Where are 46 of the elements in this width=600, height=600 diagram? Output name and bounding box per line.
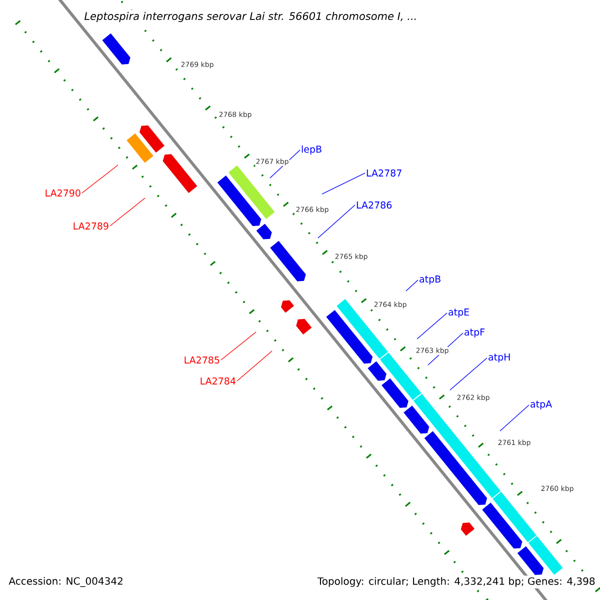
gene-block (296, 318, 312, 334)
gene-bar (228, 165, 275, 219)
leader-line (82, 164, 118, 194)
gene-block (368, 361, 386, 381)
gene-block (460, 522, 475, 536)
summary-text: Topology: circular; Length: 4,332,241 bp; Genes: 4,398 (316, 576, 597, 588)
leader-line (220, 332, 256, 360)
leader-line (500, 404, 530, 432)
gene-label: LA2784 (200, 377, 236, 385)
gene-block (517, 546, 544, 575)
gene-label: lepB (302, 145, 322, 155)
gene-block (482, 502, 522, 549)
gene-block (270, 240, 306, 282)
accession-text: Accession: NC_004342 (7, 576, 125, 588)
title: Leptospira interrogans serovar Lai str. 56601 chromosome I, ... (82, 10, 420, 24)
leader-line (406, 280, 418, 292)
leader-line (450, 358, 488, 390)
gene-label: LA2790 (46, 189, 80, 197)
gene-label: LA2787 (366, 169, 402, 177)
gene-block (404, 406, 430, 434)
gene-block (140, 125, 164, 153)
gene-label: atpF (464, 328, 484, 338)
leader-line (322, 172, 366, 194)
leader-line (236, 350, 272, 382)
gene-label: LA2786 (356, 201, 392, 209)
gene-bar (492, 492, 536, 542)
gene-block (256, 224, 272, 240)
gene-label: atpH (488, 354, 510, 362)
gene-block (326, 310, 373, 364)
gene-block (280, 300, 294, 313)
leader-line (416, 312, 448, 340)
gene-block (162, 154, 198, 194)
gene-label: atpE (448, 308, 469, 318)
gene-bar (126, 133, 154, 163)
gene-block (424, 431, 488, 506)
gene-block (382, 378, 408, 408)
gene-block (102, 33, 130, 64)
gene-bar (380, 352, 422, 400)
gene-label: LA2785 (184, 356, 220, 364)
leader-line (318, 204, 356, 238)
gene-block (217, 176, 262, 226)
gene-label: atpA (530, 400, 552, 410)
leader-line (110, 198, 146, 226)
gene-bar (528, 536, 563, 575)
gene-label: atpB (420, 276, 440, 284)
gene-label: LA2789 (74, 222, 108, 230)
